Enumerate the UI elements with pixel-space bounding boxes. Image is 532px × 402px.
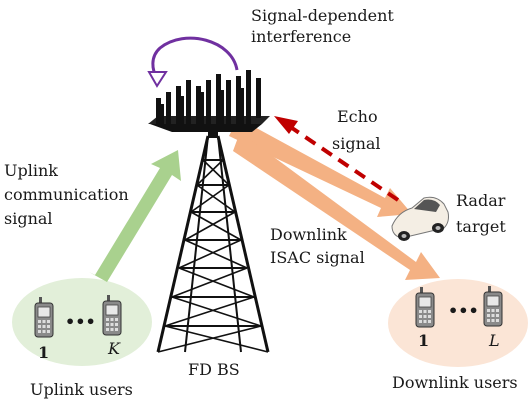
- downlink-users-cluster: [388, 279, 528, 367]
- fd-bs-label: FD BS: [188, 360, 240, 379]
- echo-arrowhead: [274, 116, 298, 134]
- uplink-ellipsis: •••: [65, 312, 96, 331]
- interference-label-line2: interference: [251, 27, 351, 46]
- fd-bs-tower: [156, 135, 270, 353]
- uplink-users-cluster: [12, 278, 152, 366]
- downlink-signal-label-line2: ISAC signal: [270, 248, 365, 267]
- downlink-signal-label-line1: Downlink: [270, 225, 347, 244]
- interference-loop-arrow: [151, 36, 239, 79]
- downlink-phone-l: [483, 285, 503, 327]
- uplink-signal-label-line3: signal: [4, 209, 53, 228]
- interference-label-line1: Signal-dependent: [251, 6, 394, 25]
- uplink-signal-label-line2: communication: [4, 185, 129, 204]
- downlink-first-index: 1: [418, 331, 429, 350]
- downlink-arrow-to-users: [233, 132, 440, 280]
- echo-label-line1: Echo: [337, 107, 378, 126]
- radar-target-label-line2: target: [456, 217, 506, 236]
- uplink-signal-arrow: [89, 150, 181, 282]
- downlink-arrow-to-target: [229, 118, 412, 217]
- downlink-last-index: L: [488, 331, 500, 350]
- interference-arrowhead: [147, 71, 168, 88]
- downlink-ellipsis: •••: [448, 301, 479, 320]
- uplink-users-label: Uplink users: [30, 380, 133, 399]
- echo-label-line2: signal: [332, 134, 381, 153]
- antenna-array: [148, 70, 270, 138]
- downlink-users-label: Downlink users: [392, 373, 518, 392]
- uplink-last-index: K: [107, 339, 121, 358]
- downlink-phone-1: [415, 286, 435, 328]
- radar-target-car: [391, 196, 449, 241]
- uplink-signal-label-line1: Uplink: [4, 161, 58, 180]
- echo-signal-arrow: [290, 126, 400, 202]
- radar-target-label-line1: Radar: [456, 191, 506, 210]
- uplink-phone-k: [102, 294, 122, 336]
- uplink-phone-1: [34, 296, 54, 338]
- uplink-first-index: 1: [38, 343, 49, 362]
